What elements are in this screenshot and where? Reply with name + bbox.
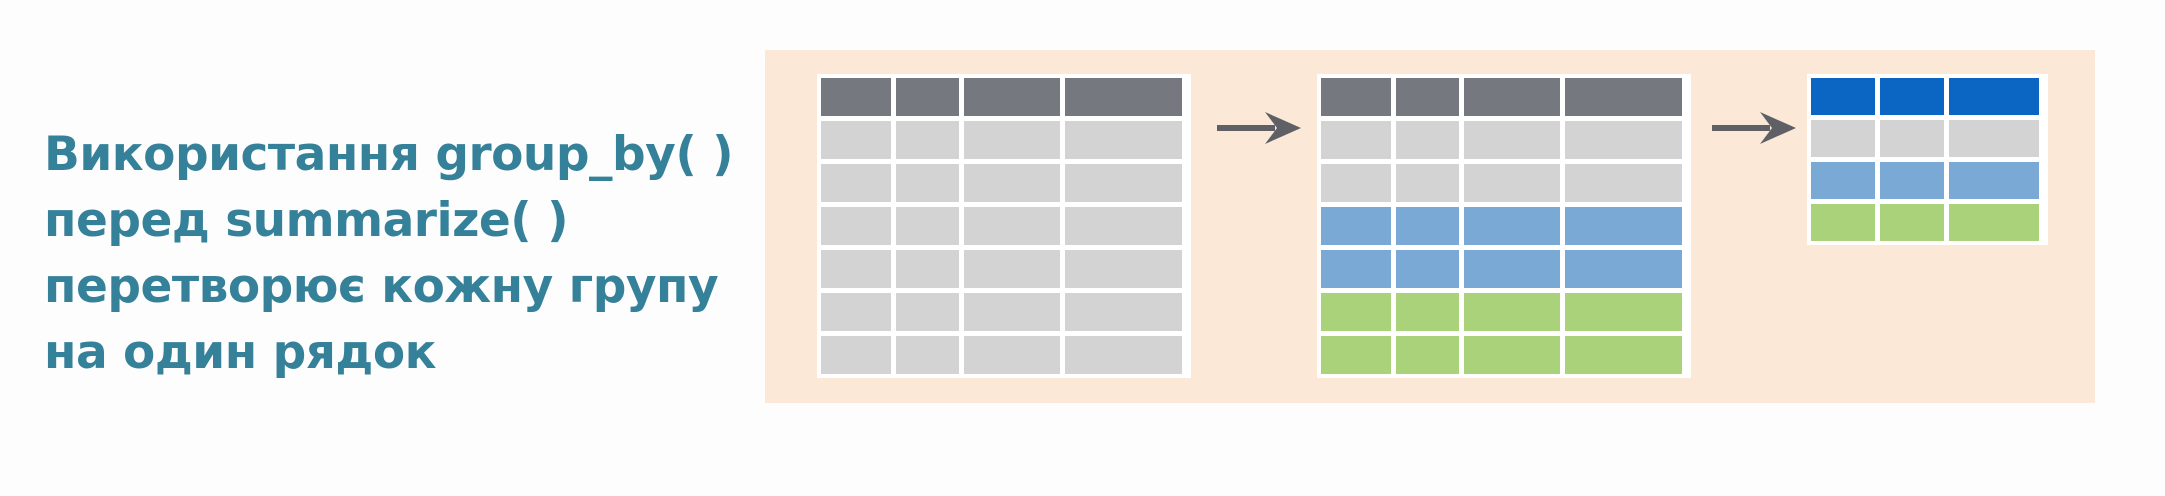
table-cell — [1811, 120, 1875, 157]
table-cell — [1065, 293, 1182, 331]
table-cell — [1321, 121, 1391, 159]
table-cell — [821, 207, 891, 245]
table-cell — [896, 293, 959, 331]
table-cell — [821, 293, 891, 331]
table-cell — [1949, 162, 2039, 199]
header-cell — [1065, 78, 1182, 116]
table-cell — [964, 207, 1060, 245]
summarized-table — [1807, 74, 2048, 245]
table-cell — [964, 336, 1060, 374]
table-cell — [1321, 336, 1391, 374]
table-cell — [821, 121, 891, 159]
table-cell — [1396, 293, 1459, 331]
table-cell — [896, 250, 959, 288]
table-cell — [821, 336, 891, 374]
table-cell — [1065, 207, 1182, 245]
header-cell — [964, 78, 1060, 116]
table-cell — [1565, 293, 1682, 331]
table-cell — [1880, 204, 1944, 241]
table-cell — [1565, 164, 1682, 202]
table-cell — [1811, 162, 1875, 199]
table-cell — [821, 250, 891, 288]
table-cell — [964, 121, 1060, 159]
table-cell — [1396, 164, 1459, 202]
header-cell — [1949, 78, 2039, 115]
table-cell — [1949, 204, 2039, 241]
arrow-right-icon — [1217, 112, 1301, 144]
table-cell — [1065, 250, 1182, 288]
table-cell — [1464, 336, 1560, 374]
table-cell — [821, 164, 891, 202]
table-cell — [896, 164, 959, 202]
table-cell — [964, 250, 1060, 288]
table-cell — [1396, 336, 1459, 374]
caption-line-2: перед summarize( ) — [44, 193, 569, 248]
table-cell — [1464, 164, 1560, 202]
arrow-right-icon — [1712, 112, 1796, 144]
table-cell — [1949, 120, 2039, 157]
table-cell — [1321, 250, 1391, 288]
header-cell — [1464, 78, 1560, 116]
table-cell — [1464, 250, 1560, 288]
caption-line-4: на один рядок — [44, 325, 437, 380]
table-cell — [896, 207, 959, 245]
caption: Використання group_by( ) перед summarize… — [44, 122, 744, 386]
grouped-table — [1317, 74, 1691, 378]
table-cell — [1464, 207, 1560, 245]
header-cell — [1880, 78, 1944, 115]
table-cell — [1321, 293, 1391, 331]
header-cell — [1811, 78, 1875, 115]
table-cell — [1065, 164, 1182, 202]
header-cell — [1321, 78, 1391, 116]
table-cell — [1065, 121, 1182, 159]
header-cell — [821, 78, 891, 116]
table-cell — [964, 293, 1060, 331]
table-cell — [1396, 207, 1459, 245]
table-cell — [1811, 204, 1875, 241]
table-cell — [1880, 162, 1944, 199]
header-cell — [1565, 78, 1682, 116]
header-cell — [896, 78, 959, 116]
table-cell — [1396, 250, 1459, 288]
header-cell — [1396, 78, 1459, 116]
table-cell — [1565, 336, 1682, 374]
diagram-panel — [765, 50, 2095, 403]
caption-line-3: перетворює кожну групу — [44, 259, 719, 314]
table-cell — [896, 336, 959, 374]
table-cell — [1880, 120, 1944, 157]
table-cell — [1565, 207, 1682, 245]
table-cell — [964, 164, 1060, 202]
table-cell — [1464, 293, 1560, 331]
table-cell — [896, 121, 959, 159]
table-cell — [1396, 121, 1459, 159]
caption-line-1: Використання group_by( ) — [44, 127, 734, 182]
table-cell — [1464, 121, 1560, 159]
table-cell — [1565, 250, 1682, 288]
original-table — [817, 74, 1191, 378]
table-cell — [1321, 207, 1391, 245]
table-cell — [1321, 164, 1391, 202]
table-cell — [1565, 121, 1682, 159]
table-cell — [1065, 336, 1182, 374]
